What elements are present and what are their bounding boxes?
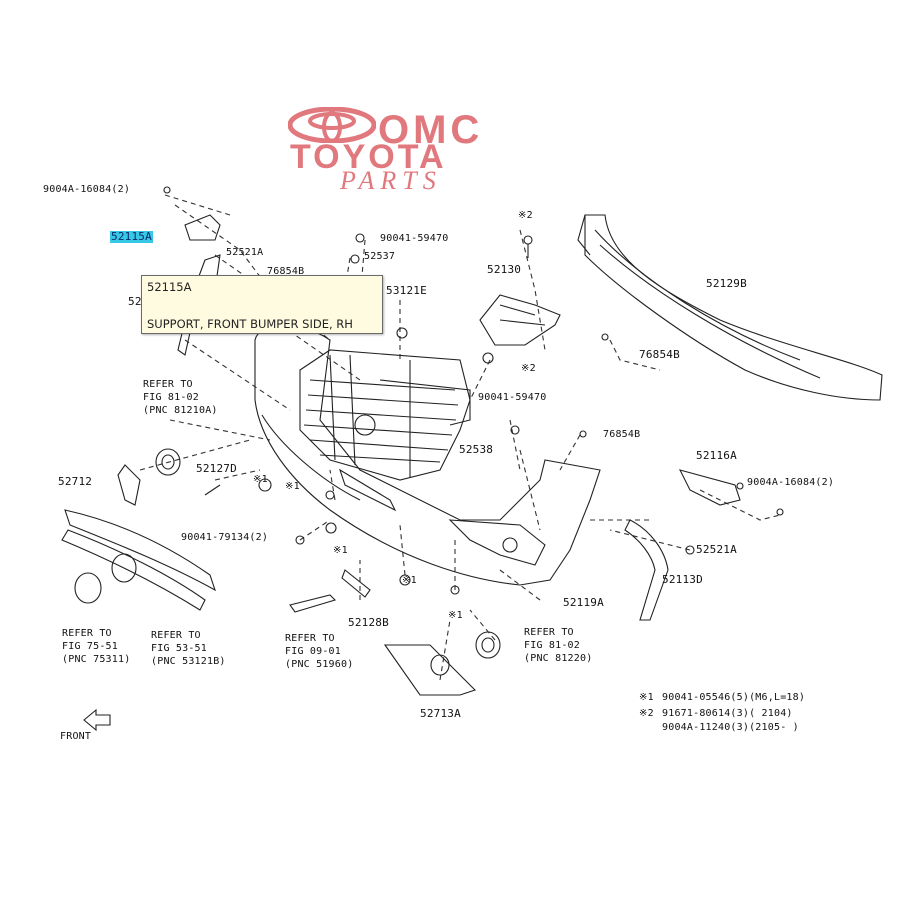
label-52130[interactable]: 52130 bbox=[487, 263, 522, 276]
label-refer-75-51-line2: FIG 75-51 bbox=[62, 641, 118, 652]
logo-toyota-text: TOYOTA bbox=[290, 138, 447, 176]
leader-lines bbox=[139, 194, 781, 681]
label-refer-09-01-line1: REFER TO bbox=[285, 633, 335, 644]
label-refer-81-02-a-line3[interactable]: (PNC 81210A) bbox=[143, 405, 218, 416]
label-52521a-right[interactable]: 52521A bbox=[696, 543, 737, 556]
label-refer-81-02-a-line2: FIG 81-02 bbox=[143, 392, 199, 403]
label-refer-53-51-line1: REFER TO bbox=[151, 630, 201, 641]
label-52113d[interactable]: 52113D bbox=[662, 573, 703, 586]
logo-parts-text: PARTS bbox=[340, 166, 442, 195]
label-52119a[interactable]: 52119A bbox=[563, 596, 604, 609]
legend-row1-text[interactable]: 90041-05546(5)(M6,L=18) bbox=[662, 692, 806, 703]
label-x1-d: ※1 bbox=[402, 575, 417, 586]
side-trim-52113d bbox=[624, 519, 669, 621]
legend-row1-mark: ※1 bbox=[639, 692, 654, 703]
label-refer-53-51-line2: FIG 53-51 bbox=[151, 643, 207, 654]
tooltip-part-number: 52115A bbox=[147, 280, 192, 294]
label-52127d[interactable]: 52127D bbox=[196, 462, 237, 475]
bracket-52130 bbox=[479, 235, 561, 346]
label-refer-81-02-a-line1: REFER TO bbox=[143, 379, 193, 390]
label-52129b[interactable]: 52129B bbox=[706, 277, 747, 290]
label-x1-e: ※1 bbox=[448, 610, 463, 621]
label-52712[interactable]: 52712 bbox=[58, 475, 93, 488]
label-x2-mid: ※2 bbox=[521, 363, 536, 374]
label-refer-75-51-line3[interactable]: (PNC 75311) bbox=[62, 654, 131, 665]
label-52521a-top[interactable]: 52521A bbox=[226, 247, 264, 258]
label-front: FRONT bbox=[60, 731, 92, 742]
label-52116a[interactable]: 52116A bbox=[696, 449, 737, 462]
front-bumper-cover bbox=[254, 324, 601, 586]
label-52115a-highlighted[interactable]: 52115A bbox=[110, 230, 153, 243]
label-76854b-mid[interactable]: 76854B bbox=[603, 429, 641, 440]
front-direction-arrow-icon bbox=[83, 708, 111, 732]
label-refer-09-01-line2: FIG 09-01 bbox=[285, 646, 341, 657]
label-x1-c: ※1 bbox=[333, 545, 348, 556]
label-52537[interactable]: 52537 bbox=[364, 251, 396, 262]
label-refer-09-01-line3[interactable]: (PNC 51960) bbox=[285, 659, 354, 670]
label-90041-79134[interactable]: 90041-79134(2) bbox=[181, 532, 269, 543]
fog-lamps bbox=[155, 448, 501, 696]
label-76854b-right[interactable]: 76854B bbox=[639, 348, 680, 361]
label-refer-81-02-b-line3[interactable]: (PNC 81220) bbox=[524, 653, 593, 664]
label-52713a[interactable]: 52713A bbox=[420, 707, 461, 720]
label-52-partial[interactable]: 52 bbox=[128, 295, 142, 308]
tooltip-part-description: SUPPORT, FRONT BUMPER SIDE, RH bbox=[147, 317, 353, 331]
bracket-52116a bbox=[678, 469, 744, 506]
label-90041-59470-top[interactable]: 90041-59470 bbox=[380, 233, 449, 244]
label-refer-81-02-b-line2: FIG 81-02 bbox=[524, 640, 580, 651]
label-9004a-16084-right[interactable]: 9004A-16084(2) bbox=[747, 477, 835, 488]
legend-row3-text[interactable]: 9004A-11240(3)(2105- ) bbox=[662, 722, 799, 733]
logo-omc-text: OMC bbox=[378, 108, 484, 152]
lower-grille-trim bbox=[61, 464, 216, 611]
label-refer-53-51-line3[interactable]: (PNC 53121B) bbox=[151, 656, 226, 667]
label-refer-81-02-b-line1: REFER TO bbox=[524, 627, 574, 638]
label-x1-b: ※1 bbox=[285, 481, 300, 492]
label-52128b[interactable]: 52128B bbox=[348, 616, 389, 629]
label-x1-a: ※1 bbox=[253, 474, 268, 485]
legend-row2-mark: ※2 bbox=[639, 708, 654, 719]
legend-row2-text[interactable]: 91671-80614(3)( 2104) bbox=[662, 708, 793, 719]
label-52538[interactable]: 52538 bbox=[459, 443, 494, 456]
label-90041-59470-mid[interactable]: 90041-59470 bbox=[478, 392, 547, 403]
upper-molding-52129b bbox=[577, 214, 883, 401]
label-9004a-16084-top[interactable]: 9004A-16084(2) bbox=[43, 184, 131, 195]
part-tooltip: 52115A SUPPORT, FRONT BUMPER SIDE, RH bbox=[141, 275, 383, 334]
label-x2-top: ※2 bbox=[518, 210, 533, 221]
misc-small-parts bbox=[204, 233, 784, 613]
label-refer-75-51-line1: REFER TO bbox=[62, 628, 112, 639]
label-53121e[interactable]: 53121E bbox=[386, 284, 427, 297]
toyota-emblem-icon bbox=[288, 107, 376, 143]
front-grille bbox=[299, 349, 471, 481]
label-76854b-left[interactable]: 76854B bbox=[267, 266, 305, 277]
